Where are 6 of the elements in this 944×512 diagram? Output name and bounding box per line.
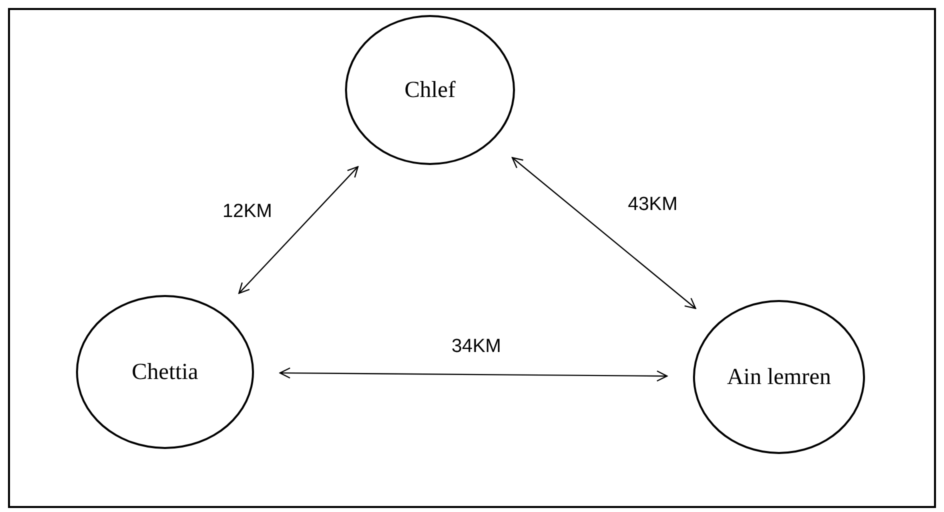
city-name: Ain lemren xyxy=(726,363,832,391)
double-arrow xyxy=(512,157,696,309)
double-arrow xyxy=(279,367,668,382)
city-name: Chlef xyxy=(404,76,456,104)
city-name: Chettia xyxy=(132,358,198,386)
double-arrow xyxy=(238,166,359,294)
